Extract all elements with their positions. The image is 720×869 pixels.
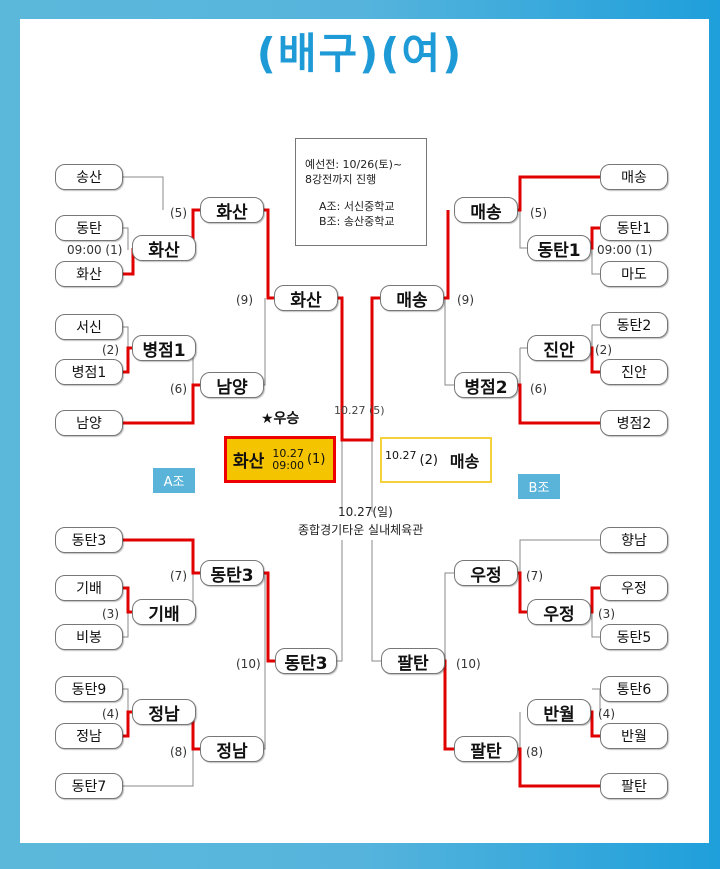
match-label: (7) bbox=[526, 569, 543, 583]
team-slot: 동탄 bbox=[55, 215, 123, 241]
team-slot: 송산 bbox=[55, 164, 123, 190]
champion-date: 10.27 bbox=[272, 446, 304, 460]
team-slot: 동탄3 bbox=[55, 527, 123, 553]
info-group-a: A조: 서신중학교 bbox=[319, 200, 395, 213]
team-slot: 팔탄 bbox=[600, 773, 668, 799]
runner-up-date: 10.27 bbox=[385, 448, 417, 462]
winner-slot: 화산 bbox=[132, 235, 196, 261]
match-label: (10) bbox=[456, 657, 481, 671]
match-label: (6) bbox=[530, 382, 547, 396]
winner-slot: 매송 bbox=[380, 285, 444, 311]
winner-slot: 기배 bbox=[132, 599, 196, 625]
team-slot: 진안 bbox=[600, 359, 668, 385]
runner-up-team: 매송 bbox=[449, 452, 480, 471]
final-date: 10.27(일) bbox=[338, 505, 393, 519]
match-label: 09:00 (1) bbox=[67, 243, 123, 257]
winner-slot: 병점2 bbox=[454, 372, 518, 398]
team-slot: 병점2 bbox=[600, 410, 668, 436]
team-slot: 향남 bbox=[600, 527, 668, 553]
winner-slot: 우정 bbox=[527, 599, 591, 625]
team-slot: 병점1 bbox=[55, 359, 123, 385]
match-label: (8) bbox=[170, 745, 187, 759]
winner-slot: 남양 bbox=[200, 372, 264, 398]
group-a-badge: A조 bbox=[153, 468, 195, 493]
match-label: (2) bbox=[595, 343, 612, 357]
winner-slot: 병점1 bbox=[132, 335, 196, 361]
champion-team: 화산 bbox=[233, 452, 265, 472]
winner-slot: 정남 bbox=[132, 699, 196, 725]
winner-slot: 팔탄 bbox=[381, 648, 445, 674]
match-label: 09:00 (1) bbox=[597, 243, 653, 257]
info-line-1: 예선전: 10/26(토)~ bbox=[305, 158, 403, 171]
match-label: (5) bbox=[170, 206, 187, 220]
winner-slot: 동탄3 bbox=[200, 560, 264, 586]
team-slot: 통탄6 bbox=[600, 676, 668, 702]
match-label: (6) bbox=[170, 382, 187, 396]
team-slot: 화산 bbox=[55, 261, 123, 287]
team-slot: 동탄2 bbox=[600, 312, 668, 338]
team-slot: 동탄5 bbox=[600, 624, 668, 650]
semi-note: 10.27 (5) bbox=[334, 404, 385, 417]
winner-slot: 화산 bbox=[274, 285, 338, 311]
match-label: (4) bbox=[598, 707, 615, 721]
team-slot: 서신 bbox=[55, 314, 123, 340]
team-slot: 반월 bbox=[600, 723, 668, 749]
winner-slot: 우정 bbox=[454, 560, 518, 586]
champion-time: 09:00 bbox=[272, 458, 304, 472]
team-slot: 기배 bbox=[55, 575, 123, 601]
winner-slot: 동탄1 bbox=[527, 235, 591, 261]
group-b-badge: B조 bbox=[518, 474, 560, 499]
match-label: (8) bbox=[526, 745, 543, 759]
match-label: (2) bbox=[102, 343, 119, 357]
champion-datetime: 10.27 09:00 bbox=[272, 446, 304, 472]
team-slot: 정남 bbox=[55, 723, 123, 749]
winner-slot: 매송 bbox=[454, 197, 518, 223]
winner-slot: 동탄3 bbox=[275, 648, 337, 674]
team-slot: 남양 bbox=[55, 410, 123, 436]
runner-up-match: (2) bbox=[419, 452, 438, 468]
runner-up-box: 10.27 (2) 매송 bbox=[380, 437, 492, 483]
champion-box: 화산 10.27 09:00 (1) bbox=[224, 436, 336, 483]
line bbox=[122, 176, 164, 210]
team-slot: 동탄9 bbox=[55, 676, 123, 702]
match-label: (9) bbox=[457, 293, 474, 307]
final-venue: 종합경기타운 실내체육관 bbox=[298, 523, 424, 537]
winner-slot: 팔탄 bbox=[454, 736, 518, 762]
match-label: (9) bbox=[236, 293, 253, 307]
winner-slot: 반월 bbox=[527, 699, 591, 725]
winner-label: ★우승 bbox=[261, 411, 300, 427]
team-slot: 동탄1 bbox=[600, 215, 668, 241]
match-label: (3) bbox=[598, 607, 615, 621]
match-label: (3) bbox=[102, 607, 119, 621]
info-group-b: B조: 송산중학교 bbox=[319, 215, 395, 228]
match-label: (7) bbox=[170, 569, 187, 583]
winner-slot: 정남 bbox=[200, 736, 264, 762]
team-slot: 매송 bbox=[600, 164, 668, 190]
team-slot: 동탄7 bbox=[55, 773, 123, 799]
team-slot: 비봉 bbox=[55, 624, 123, 650]
match-label: (5) bbox=[530, 206, 547, 220]
info-line-2: 8강전까지 진행 bbox=[305, 173, 377, 186]
winner-slot: 진안 bbox=[527, 335, 591, 361]
team-slot: 마도 bbox=[600, 261, 668, 287]
info-box: 예선전: 10/26(토)~ 8강전까지 진행 A조: 서신중학교 B조: 송산… bbox=[295, 138, 427, 246]
winner-slot: 화산 bbox=[200, 197, 264, 223]
page-title: (배구)(여) bbox=[256, 29, 464, 78]
champion-match: (1) bbox=[306, 452, 326, 467]
match-label: (4) bbox=[102, 707, 119, 721]
team-slot: 우정 bbox=[600, 575, 668, 601]
match-label: (10) bbox=[236, 657, 261, 671]
